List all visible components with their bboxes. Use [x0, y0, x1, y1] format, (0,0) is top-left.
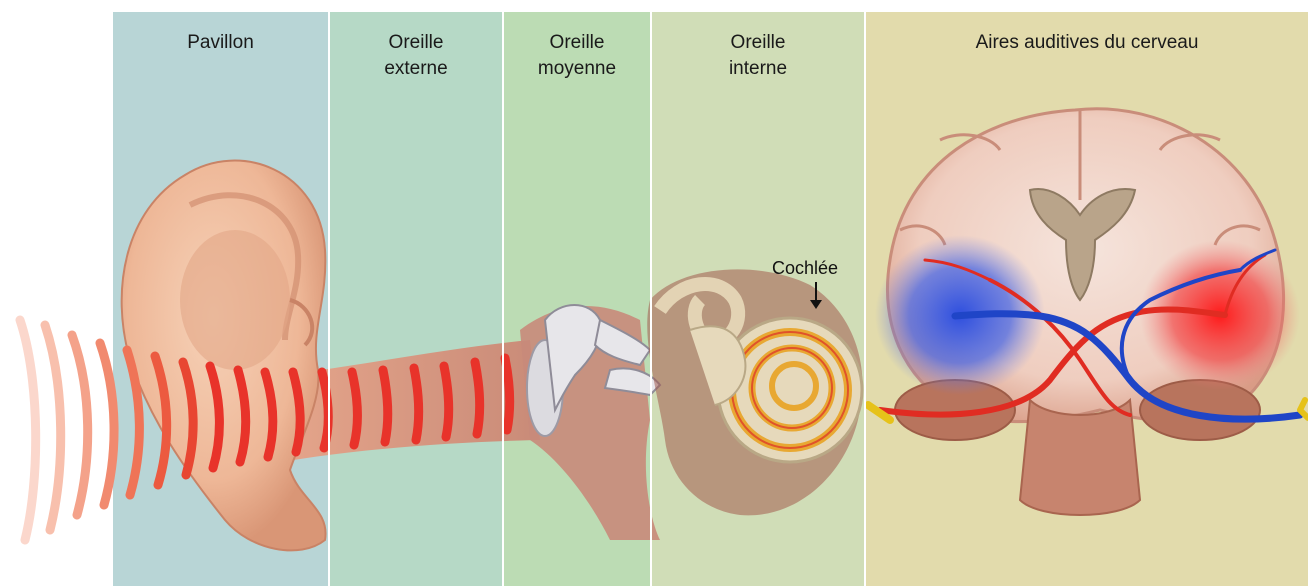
section-title-oreille-interne: Oreille interne [652, 30, 864, 82]
separator [650, 12, 652, 586]
section-title-oreille-externe: Oreille externe [330, 30, 502, 82]
cochlea-label: Cochlée [772, 258, 838, 279]
separator [864, 12, 866, 586]
section-title-aires-auditives: Aires auditives du cerveau [866, 30, 1308, 56]
separator [328, 12, 330, 586]
section-title-oreille-moyenne: Oreille moyenne [504, 30, 650, 82]
separator [502, 12, 504, 586]
section-title-pavillon: Pavillon [113, 30, 328, 56]
inner-ear [647, 269, 862, 515]
